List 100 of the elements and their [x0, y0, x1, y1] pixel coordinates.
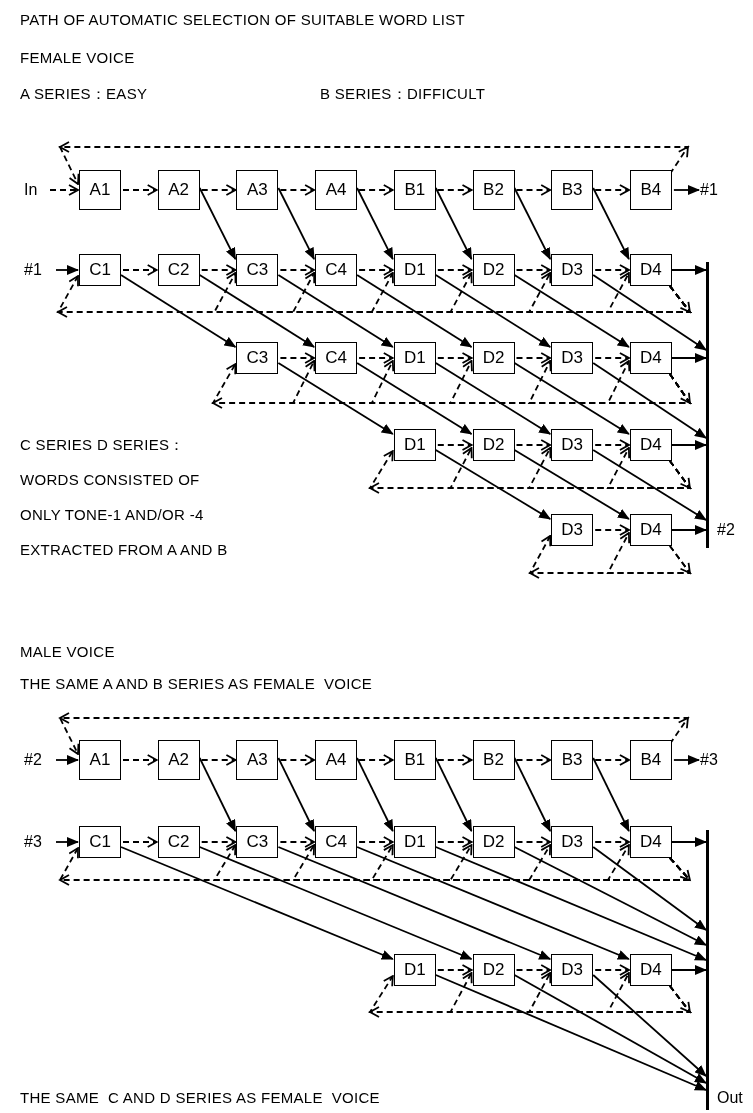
dashed-arrow	[436, 836, 473, 848]
dashed-arrow	[594, 524, 630, 536]
word-list-box: C3	[236, 342, 279, 374]
word-list-box: D4	[629, 826, 672, 858]
arrow	[434, 974, 707, 1091]
dashed-arrow	[279, 754, 315, 766]
arrow	[277, 846, 552, 960]
flow-terminal-label: #1	[700, 180, 730, 200]
arrow	[434, 362, 552, 435]
arrow	[513, 187, 552, 260]
arrow	[198, 187, 237, 260]
word-list-box: C4	[315, 254, 358, 286]
word-list-box: D1	[393, 826, 436, 858]
dashed-arrow	[515, 964, 552, 976]
dashed-arrow	[436, 754, 473, 766]
note-text: MALE VOICE	[20, 642, 115, 662]
dashed-arrow	[606, 532, 692, 574]
dashed-arrow	[122, 264, 158, 276]
word-list-box: B4	[629, 740, 672, 780]
note-text: A SERIES：EASY	[20, 84, 148, 104]
word-list-box: A2	[157, 170, 200, 210]
flow-terminal-label: #3	[700, 750, 730, 770]
word-list-box: A1	[79, 740, 121, 780]
note-text: WORDS CONSISTED OF	[20, 470, 200, 490]
arrow	[592, 846, 707, 931]
dashed-arrow	[594, 836, 630, 848]
word-list-box: C2	[157, 826, 200, 858]
arrow	[592, 274, 707, 351]
title: PATH OF AUTOMATIC SELECTION OF SUITABLE WORD LIST	[20, 10, 466, 30]
word-list-box: B1	[393, 170, 436, 210]
arrow	[277, 274, 394, 348]
word-list-box: A3	[236, 170, 279, 210]
arrow	[434, 187, 473, 260]
bar-label: #2	[717, 520, 735, 540]
arrow	[671, 525, 707, 535]
arrow	[513, 449, 630, 520]
arrow	[434, 449, 552, 520]
dashed-arrow	[279, 264, 315, 276]
dashed-arrow	[358, 836, 394, 848]
word-list-box: A4	[315, 740, 358, 780]
arrow	[592, 187, 630, 260]
arrow	[356, 846, 630, 960]
dashed-arrow	[122, 184, 158, 196]
word-list-box: B2	[472, 170, 515, 210]
dashed-arrow	[594, 352, 630, 364]
arrow	[120, 846, 394, 960]
arrow	[356, 274, 473, 348]
arrow	[434, 757, 473, 832]
word-list-box: D3	[551, 954, 594, 986]
note-text: C SERIES D SERIES：	[20, 435, 185, 455]
dashed-arrow	[606, 360, 692, 404]
arrow	[671, 265, 707, 275]
dashed-arrow	[279, 184, 315, 196]
note-text: ONLY TONE-1 AND/OR -4	[20, 505, 204, 525]
dashed-arrow	[49, 184, 79, 196]
arrow	[513, 274, 630, 348]
word-list-box: C4	[315, 342, 358, 374]
arrow	[55, 755, 79, 765]
dashed-arrow	[436, 439, 473, 451]
dashed-arrow	[594, 264, 630, 276]
arrow	[277, 757, 315, 832]
word-list-box: D4	[629, 514, 672, 546]
word-list-box: D3	[551, 429, 594, 461]
arrow	[592, 974, 707, 1077]
arrow	[356, 757, 394, 832]
dashed-arrow	[606, 972, 692, 1013]
arrow	[55, 837, 79, 847]
flow-terminal-label: #1	[24, 260, 54, 280]
arrow	[671, 965, 707, 975]
arrow	[198, 274, 315, 348]
arrow	[198, 846, 473, 960]
dashed-arrow	[358, 264, 394, 276]
arrow	[592, 757, 630, 832]
arrow	[513, 757, 552, 832]
arrow	[513, 974, 707, 1084]
dashed-arrow	[122, 836, 158, 848]
dashed-arrow	[436, 352, 473, 364]
dashed-arrow	[515, 754, 552, 766]
note-text: B SERIES：DIFFICULT	[320, 84, 486, 104]
arrow	[671, 440, 707, 450]
arrow	[513, 362, 630, 435]
flow-terminal-label: In	[24, 180, 48, 200]
arrow	[120, 274, 237, 348]
dashed-arrow	[594, 964, 630, 976]
dashed-arrow	[515, 836, 552, 848]
word-list-box: B3	[551, 740, 594, 780]
dashed-arrow	[515, 352, 552, 364]
dashed-arrow	[200, 264, 237, 276]
word-list-box: B4	[629, 170, 672, 210]
dashed-arrow	[358, 184, 394, 196]
word-list-box: C3	[236, 826, 279, 858]
dashed-arrow	[515, 439, 552, 451]
note-text: EXTRACTED FROM A AND B	[20, 540, 228, 560]
dashed-arrow	[200, 184, 237, 196]
bar-label: Out	[717, 1088, 743, 1108]
dashed-arrow	[606, 272, 692, 313]
note-text: THE SAME A AND B SERIES AS FEMALE VOICE	[20, 674, 373, 694]
word-list-box: D4	[629, 254, 672, 286]
word-list-box: B1	[393, 740, 436, 780]
word-list-box: D3	[551, 826, 594, 858]
